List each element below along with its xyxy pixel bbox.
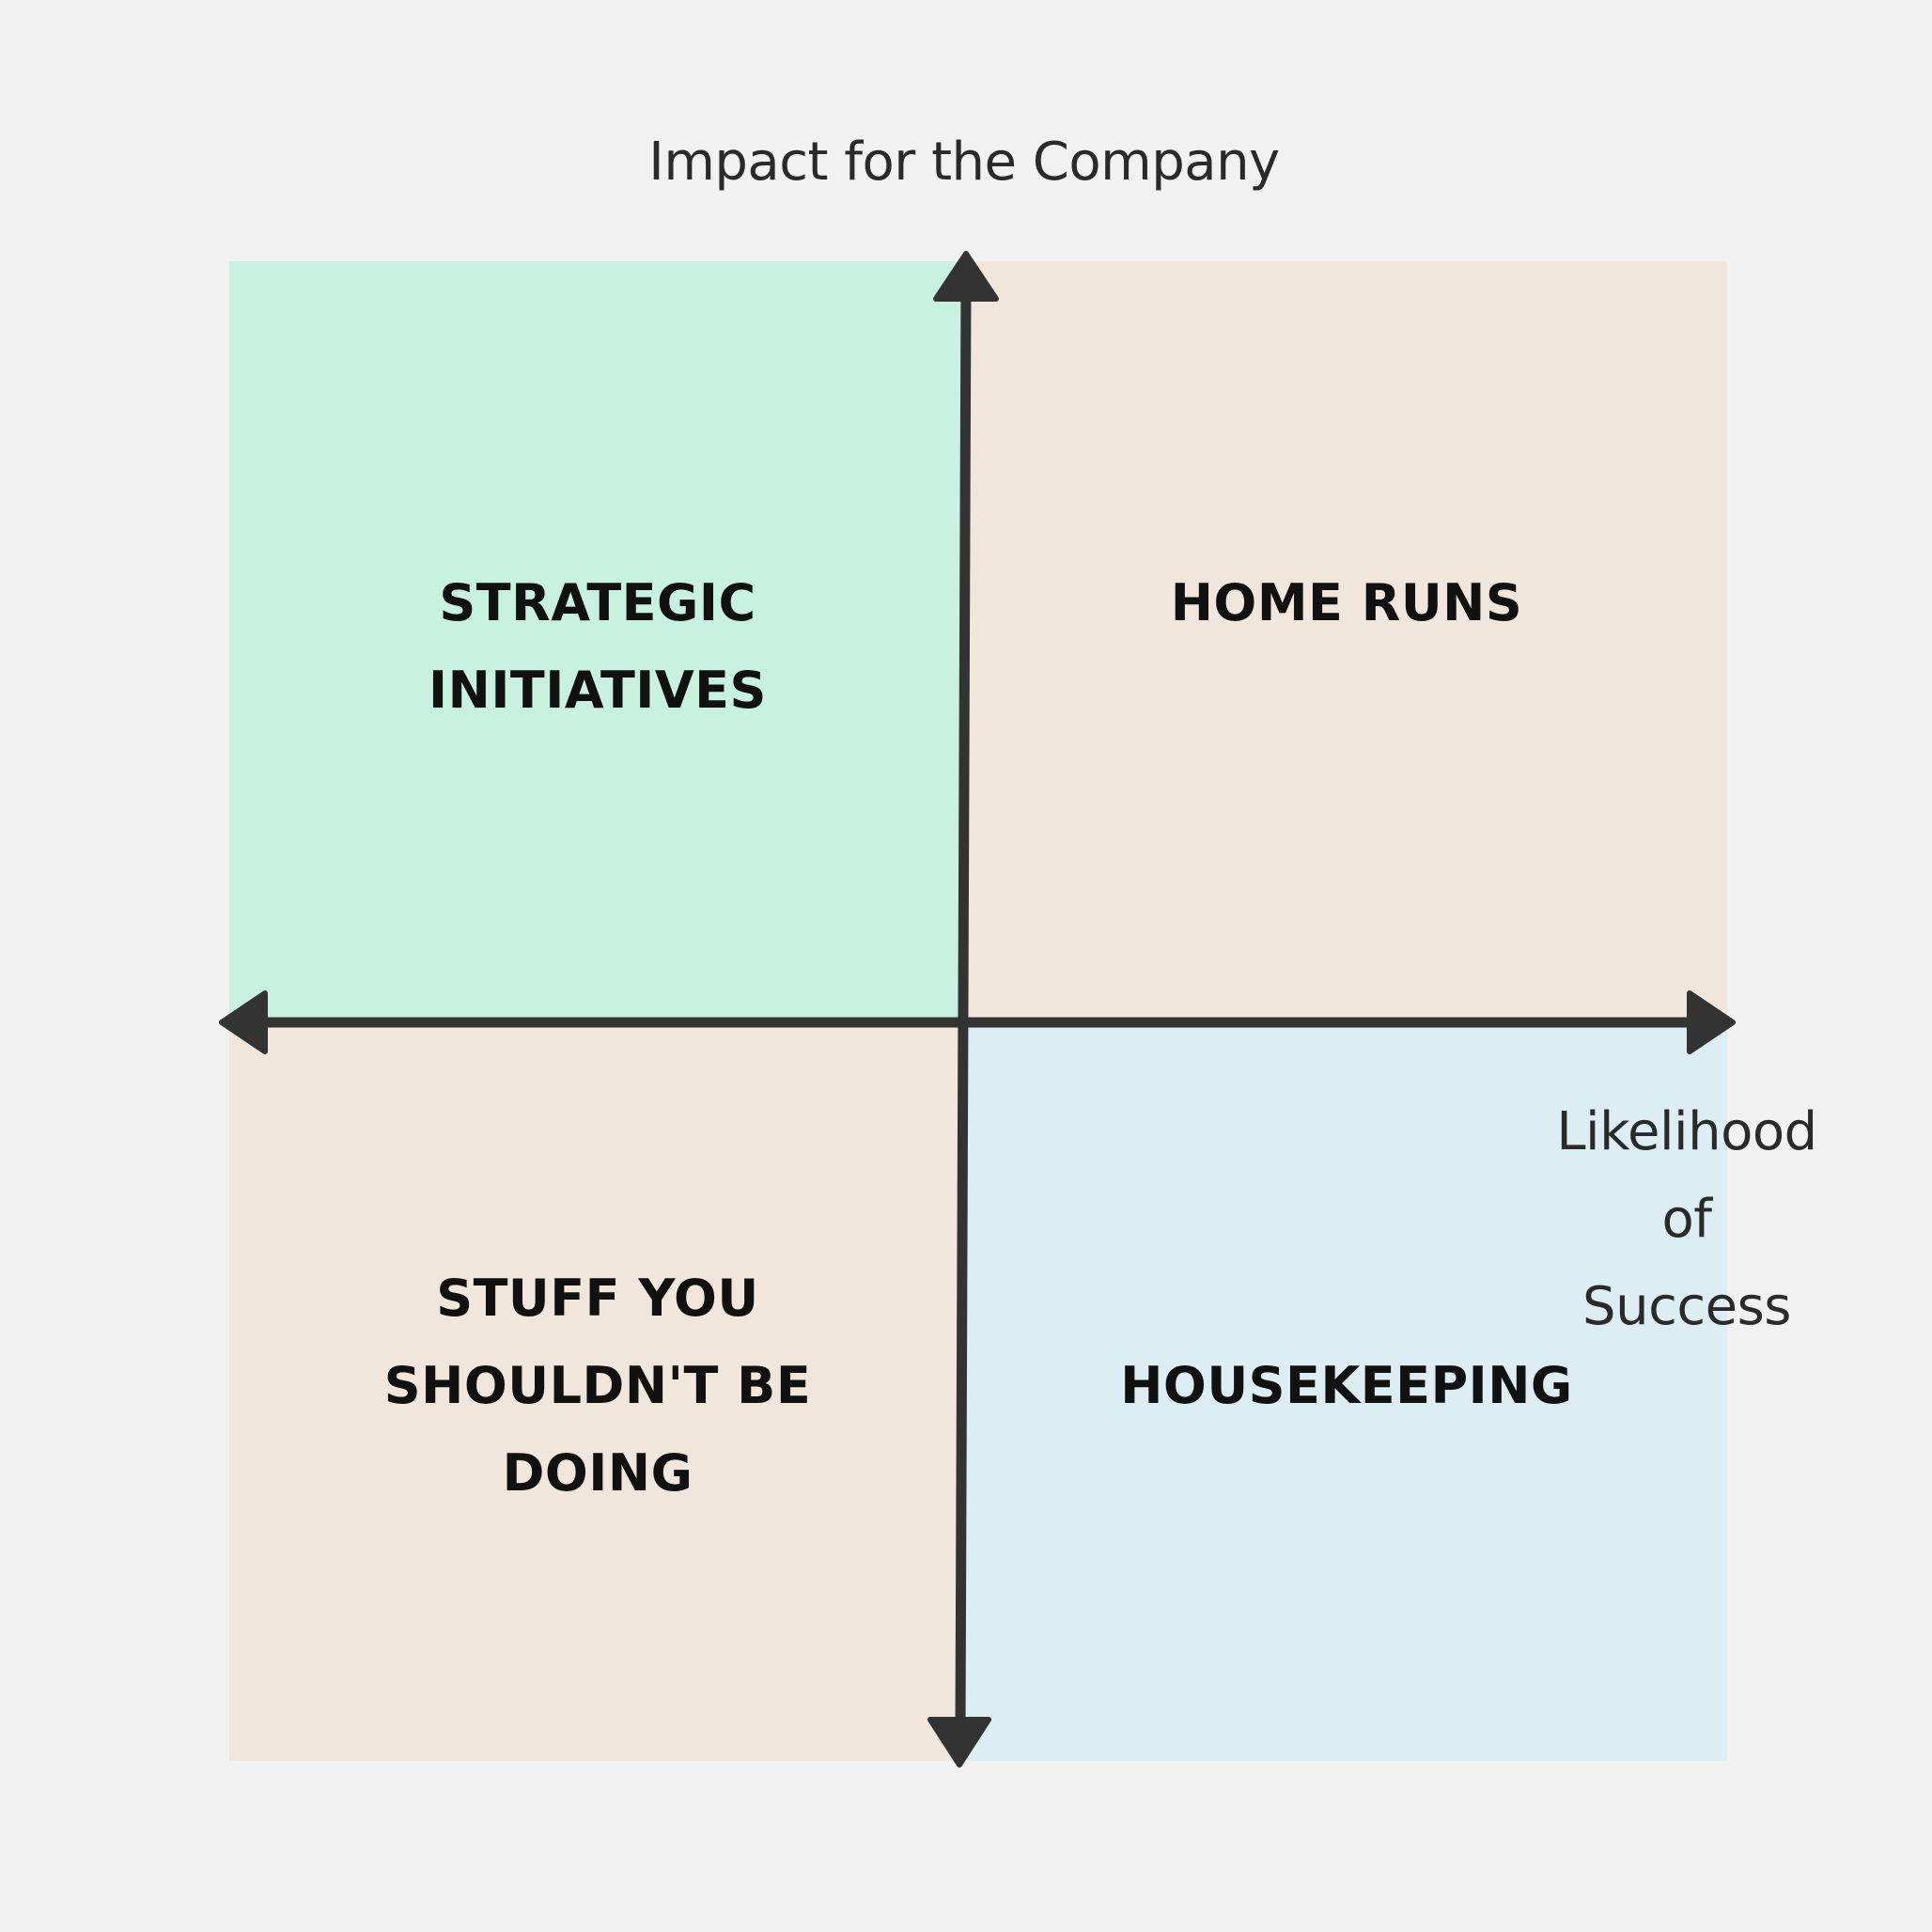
quadrant-strategic-initiatives: STRATEGIC INITIATIVES — [229, 261, 966, 1022]
vertical-axis-line — [955, 276, 972, 1735]
y-axis-title: Impact for the Company — [648, 132, 1280, 193]
quadrant-housekeeping: HOUSEKEEPING — [966, 1022, 1727, 1761]
quadrant-label-housekeeping: HOUSEKEEPING — [1120, 1356, 1573, 1415]
quadrant-label-home-runs: HOME RUNS — [1170, 573, 1523, 632]
arrow-left-icon — [219, 990, 268, 1054]
arrow-down-icon — [927, 1717, 991, 1768]
quadrant-label-stuff-you-shouldnt-be-doing: STUFF YOU SHOULDN'T BE DOING — [383, 1269, 812, 1503]
quadrant-stuff-you-shouldnt-be-doing: STUFF YOU SHOULDN'T BE DOING — [229, 1022, 966, 1761]
quadrant-home-runs: HOME RUNS — [966, 261, 1727, 1022]
arrow-right-icon — [1687, 990, 1736, 1054]
arrow-up-icon — [933, 251, 999, 302]
x-axis-title: Likelihood of Success — [1556, 1101, 1817, 1337]
quadrant-label-strategic-initiatives: STRATEGIC INITIATIVES — [428, 573, 767, 720]
